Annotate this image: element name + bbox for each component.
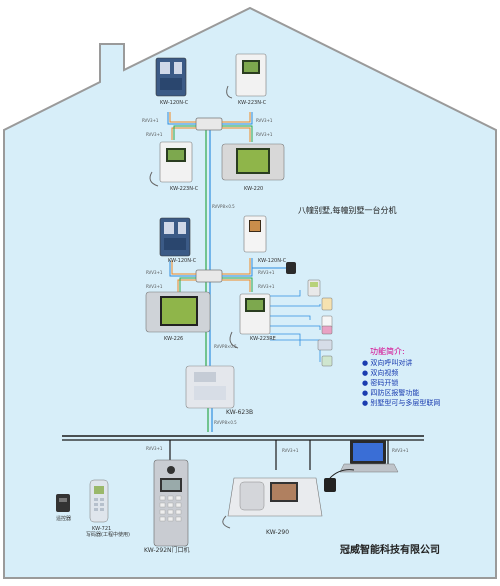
label-second-left: KW-223N-C xyxy=(170,186,198,192)
junction-box-top xyxy=(196,118,222,130)
label-lower-right: KW-223RE xyxy=(250,336,276,342)
feature-item: ● 四防区报警功能 xyxy=(362,388,419,398)
door-camera-mid-right xyxy=(244,216,266,252)
wire-label-8: RVV3+1 xyxy=(146,284,162,289)
label-remote: 遥控器 xyxy=(56,516,71,522)
feature-item: ● 双向视频 xyxy=(362,368,398,378)
wire-label-12: RVV3+1 xyxy=(146,446,162,451)
company-name: 冠威智能科技有限公司 xyxy=(340,541,440,556)
label-top-left: KW-120N-C xyxy=(160,100,188,106)
label-second-right: KW-220 xyxy=(244,186,263,192)
features-title: 功能简介: xyxy=(370,346,405,357)
label-door-station: KW-292N门口机 xyxy=(144,548,190,554)
label-card-reader-desc: 写码器(工程中使用) xyxy=(86,532,130,538)
label-manager-unit: KW-290 xyxy=(266,530,289,536)
wire-label-13: RVV3+1 xyxy=(282,448,298,453)
intercom-unit-mid-left xyxy=(160,218,190,256)
label-top-right: KW-223N-C xyxy=(238,100,266,106)
label-controller: KW-623B xyxy=(226,410,253,416)
wire-label-7: RVV3+1 xyxy=(258,270,274,275)
label-mid-left: KW-120N-C xyxy=(168,258,196,264)
wire-label-5: RVVP8×0.5 xyxy=(212,204,235,209)
remote-control xyxy=(56,494,70,512)
feature-item: ● 密码开锁 xyxy=(362,378,398,388)
feature-item: ● 别墅型可与多层型联网 xyxy=(362,398,440,408)
junction-box-middle xyxy=(196,270,222,282)
wire-label-11: RVVP8×0.5 xyxy=(214,420,237,425)
wire-label-9: RVV3+1 xyxy=(258,284,274,289)
video-monitor-second-right xyxy=(222,144,284,180)
wire-label-2: RVV3+1 xyxy=(256,118,272,123)
wire-label-6: RVV3+1 xyxy=(146,270,162,275)
label-mid-right: KW-120N-C xyxy=(258,258,286,264)
label-lower-left: KW-226 xyxy=(164,336,183,342)
wire-label-10: RVVP8×0.5 xyxy=(214,344,237,349)
controller-kw623b xyxy=(186,366,234,408)
video-monitor-lower-left xyxy=(146,292,210,332)
wire-label-4: RVV3+1 xyxy=(256,132,272,137)
sensor-device xyxy=(286,262,296,274)
card-reader-device xyxy=(90,480,108,522)
wire-label-14: RVV3+1 xyxy=(392,448,408,453)
diagram-title: 八幢别墅,每幢别墅一台分机 xyxy=(298,205,397,216)
intercom-unit-top-left xyxy=(156,58,186,96)
door-station-kw292n xyxy=(154,460,188,546)
wire-label-3: RVV3+1 xyxy=(146,132,162,137)
wire-label-1: RVV3+1 xyxy=(142,118,158,123)
feature-item: ● 双向呼叫对讲 xyxy=(362,358,412,368)
